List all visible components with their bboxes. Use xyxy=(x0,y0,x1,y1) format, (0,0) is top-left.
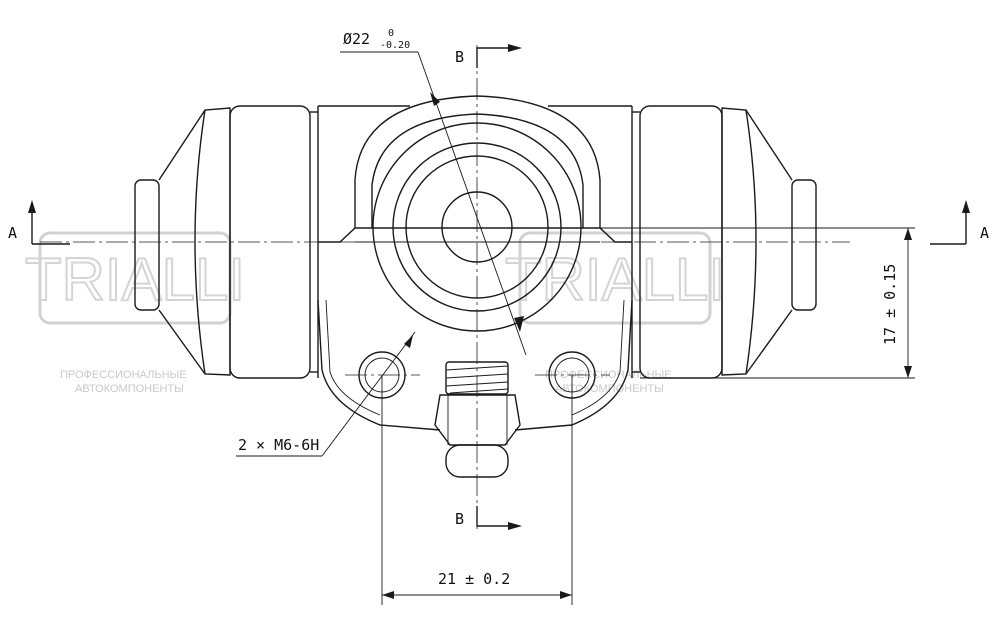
thread-leader xyxy=(236,331,416,457)
width-dimension-label: 21 ± 0.2 xyxy=(438,570,510,588)
section-a-right-marker xyxy=(930,200,970,245)
diameter-upper-tolerance: 0 xyxy=(388,28,394,39)
watermark-line1-left: ПРОФЕССИОНАЛЬНЫЕ xyxy=(60,369,187,381)
diameter-label: Ø22 xyxy=(343,30,370,48)
watermark-line2-left: АВТОКОМПОНЕНТЫ xyxy=(75,383,184,395)
section-b-bottom-marker xyxy=(476,506,522,530)
right-boot xyxy=(632,105,817,379)
left-boot xyxy=(134,105,318,379)
watermark-line2-right: АВТОКОМПОНЕНТЫ xyxy=(555,383,664,395)
width-dimension xyxy=(381,375,573,605)
height-dimension xyxy=(600,227,915,379)
section-a-left-label: A xyxy=(8,224,17,242)
watermark-right: ПРОФЕССИОНАЛЬНЫЕ АВТОКОМПОНЕНТЫ TRIALLI xyxy=(504,231,726,395)
height-dimension-label: 17 ± 0.15 xyxy=(881,264,899,345)
bleeder-screw xyxy=(434,361,521,478)
inlet-port xyxy=(372,122,582,332)
watermark-brand-right: TRIALLI xyxy=(505,246,725,313)
section-b-bottom-label: B xyxy=(455,510,464,528)
section-a-left-marker xyxy=(28,200,70,245)
thread-label: 2 × M6-6H xyxy=(238,436,319,454)
section-a-right-label: A xyxy=(980,224,989,242)
diameter-lower-tolerance: -0.20 xyxy=(380,40,410,51)
section-b-top-label: B xyxy=(455,48,464,66)
section-b-top-marker xyxy=(476,44,522,68)
diameter-leader xyxy=(340,51,527,356)
